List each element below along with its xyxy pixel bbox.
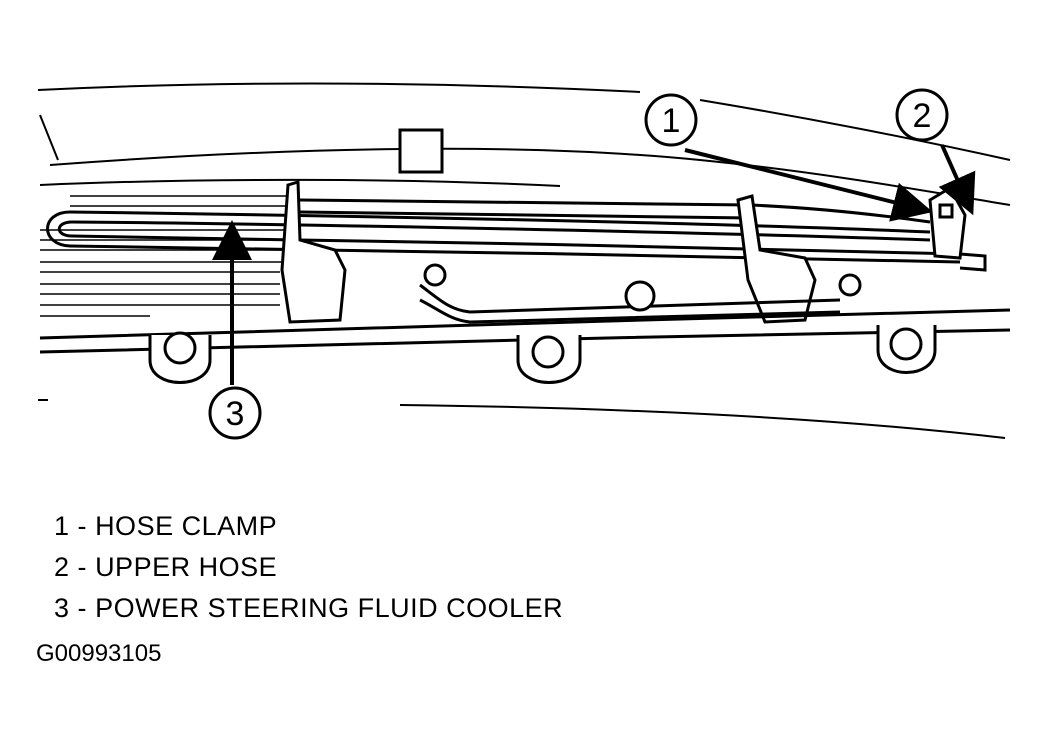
cooler-tubes	[46, 198, 987, 272]
mount-lugs	[148, 325, 937, 384]
body-panel	[37, 82, 1011, 206]
callout-2-number: 2	[913, 97, 932, 135]
legend-separator: -	[77, 552, 88, 582]
hose-clamp-detail	[928, 185, 967, 260]
callout-1-number: 1	[662, 102, 681, 140]
callout-3: 3	[208, 220, 262, 440]
mounting-tab	[398, 128, 444, 174]
radiator-fins	[40, 195, 290, 317]
cooler-illustration: 1 2 3	[37, 82, 1011, 440]
legend: 1 - HOSE CLAMP 2 - UPPER HOSE 3 - POWER …	[54, 506, 563, 629]
left-bracket	[280, 180, 347, 324]
legend-text: POWER STEERING FLUID COOLER	[95, 593, 564, 623]
legend-number: 1	[54, 511, 70, 541]
legend-separator: -	[77, 511, 88, 541]
legend-item-hose-clamp: 1 - HOSE CLAMP	[54, 506, 563, 547]
callout-3-number: 3	[226, 395, 245, 433]
legend-item-fluid-cooler: 3 - POWER STEERING FLUID COOLER	[54, 588, 563, 629]
right-bracket	[736, 194, 817, 324]
legend-text: HOSE CLAMP	[95, 511, 278, 541]
callout-2: 2	[895, 88, 976, 216]
legend-item-upper-hose: 2 - UPPER HOSE	[54, 547, 563, 588]
legend-text: UPPER HOSE	[95, 552, 278, 582]
callout-1: 1	[644, 93, 933, 222]
lower-line	[419, 263, 862, 324]
legend-number: 2	[54, 552, 70, 582]
legend-separator: -	[77, 593, 88, 623]
legend-number: 3	[54, 593, 70, 623]
figure-id: G00993105	[36, 640, 162, 667]
bottom-edge	[38, 399, 1006, 439]
